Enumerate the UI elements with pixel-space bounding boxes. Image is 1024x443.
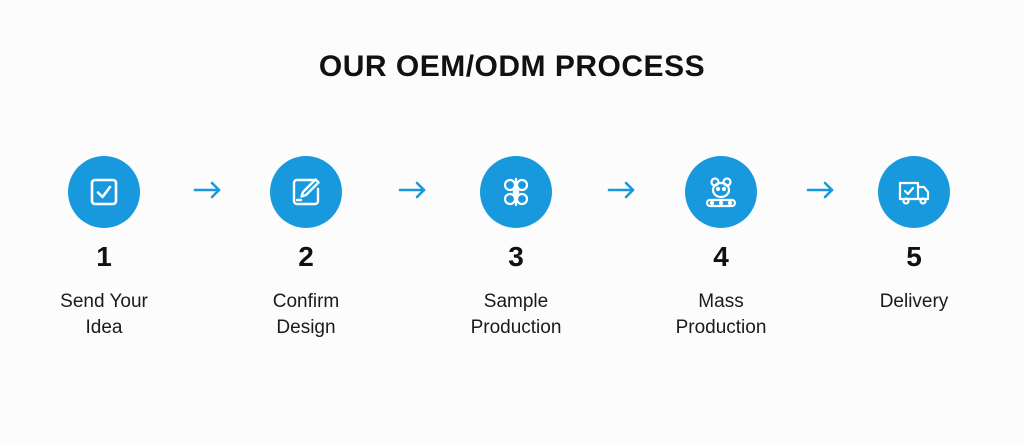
step-2-label-line-2: Design: [276, 317, 336, 338]
step-1-label-line-1: Send Your: [60, 291, 148, 312]
step-4-label-line-1: Mass: [698, 291, 744, 312]
step-5-number: 5: [906, 241, 922, 272]
step-4-label-line-2: Production: [675, 317, 767, 338]
molecule-sample-icon: [503, 177, 529, 207]
step-1-label-line-2: Idea: [85, 317, 123, 338]
pencil-edit-icon: [292, 178, 320, 206]
process-title: OUR OEM/ODM PROCESS: [318, 50, 706, 83]
step-2-label-line-1: Confirm: [272, 291, 340, 312]
process-step-3: 3 Sample Production: [436, 156, 596, 341]
step-2-icon-circle: [270, 156, 342, 228]
step-2-number: 2: [298, 241, 314, 272]
step-5-label-line-1: Delivery: [879, 291, 949, 312]
step-3-label-line-1: Sample: [483, 291, 549, 312]
process-step-5: 5 Delivery: [834, 156, 994, 315]
step-5-label: Delivery: [834, 289, 994, 315]
conveyor-production-icon: [705, 177, 737, 208]
arrow-right-icon: [397, 178, 429, 202]
arrow-right-icon: [192, 178, 224, 202]
process-step-2: 2 Confirm Design: [226, 156, 386, 341]
step-3-label: Sample Production: [436, 289, 596, 341]
step-3-label-line-2: Production: [470, 317, 562, 338]
step-2-label: Confirm Design: [226, 289, 386, 341]
step-1-icon-circle: [68, 156, 140, 228]
step-1-label: Send Your Idea: [24, 289, 184, 341]
arrow-right-icon: [606, 178, 638, 202]
step-3-icon-circle: [480, 156, 552, 228]
checkbox-icon: [90, 178, 118, 206]
step-4-icon-circle: [685, 156, 757, 228]
step-3-number: 3: [508, 241, 524, 272]
step-1-number: 1: [96, 241, 112, 272]
step-4-label: Mass Production: [641, 289, 801, 341]
process-step-4: 4 Mass Production: [641, 156, 801, 341]
delivery-truck-icon: [898, 181, 930, 205]
process-step-1: 1 Send Your Idea: [24, 156, 184, 341]
step-5-icon-circle: [878, 156, 950, 228]
arrow-right-icon: [805, 178, 837, 202]
step-4-number: 4: [713, 241, 729, 272]
